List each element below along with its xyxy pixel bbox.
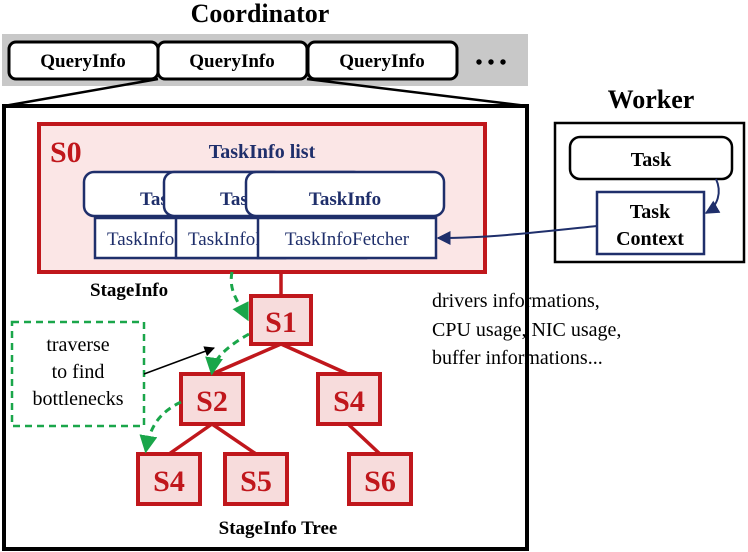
tree-node-label: S1 [265, 306, 297, 339]
worker-info-line: drivers informations, [432, 290, 600, 312]
stage-s0-name: S0 [50, 136, 82, 169]
tree-node-s5[interactable]: S5 [223, 452, 289, 506]
traverse-note-line: traverse [46, 334, 109, 356]
traverse-note-pointer [143, 346, 215, 375]
query-info-label: QueryInfo [189, 51, 275, 72]
traverse-arrow-s1-to-s2 [205, 332, 250, 376]
tree-node-s4-right[interactable]: S4 [316, 372, 382, 426]
tree-node-label: S4 [333, 385, 365, 418]
taskinfo-card-header: TaskInfo [140, 189, 212, 210]
traverse-note-line: bottlenecks [32, 388, 123, 410]
traverse-note: traverse to find bottlenecks [10, 320, 146, 428]
coordinator-query-strip: QueryInfo QueryInfo QueryInfo • • • [2, 34, 528, 86]
traverse-arrow-s0-to-s1 [229, 271, 249, 322]
task-box[interactable]: Task [568, 135, 734, 181]
query-info-box[interactable]: QueryInfo [306, 40, 459, 81]
worker-info-line: CPU usage, NIC usage, [432, 319, 621, 341]
stageinfo-label: StageInfo [90, 280, 168, 301]
taskinfo-fetcher-label: TaskInfoFetcher [188, 229, 313, 250]
taskinfo-card[interactable]: TaskInfo TaskInfoFetcher [244, 170, 446, 260]
worker-title: Worker [608, 85, 695, 114]
query-info-label: QueryInfo [40, 51, 126, 72]
context-to-fetcher-arrow [436, 225, 598, 245]
coordinator-title: Coordinator [191, 0, 330, 28]
zoom-line-right [306, 77, 528, 108]
tree-edges [167, 272, 382, 456]
more-queries-ellipsis: • • • [475, 52, 506, 74]
worker-info-line: buffer informations... [432, 347, 603, 369]
task-context-label: Context [616, 228, 684, 250]
task-label: Task [631, 149, 672, 171]
query-info-box[interactable]: QueryInfo [156, 40, 309, 81]
taskinfo-card-header: TaskInfo [220, 189, 292, 210]
worker-box: Task Task Context [553, 121, 746, 264]
query-info-box[interactable]: QueryInfo [7, 40, 160, 81]
taskinfo-fetcher-label: TaskInfoFetcher [285, 229, 410, 250]
tree-node-label: S2 [196, 385, 228, 418]
tree-node-label: S5 [240, 465, 272, 498]
tree-node-s1[interactable]: S1 [249, 294, 313, 346]
tree-node-label: S6 [364, 465, 396, 498]
taskinfo-fetcher-label: TaskInfoFetcher [107, 229, 232, 250]
taskinfo-card-header: TaskInfo [309, 189, 381, 210]
tree-node-s6[interactable]: S6 [347, 452, 413, 506]
tree-node-s2[interactable]: S2 [179, 372, 245, 426]
stageinfo-tree-caption: StageInfo Tree [219, 518, 338, 539]
traverse-arrow-s2-to-s4 [139, 400, 182, 454]
query-info-label: QueryInfo [339, 51, 425, 72]
worker-info-text: drivers informations, CPU usage, NIC usa… [432, 290, 621, 369]
task-context-label: Task [630, 201, 671, 223]
zoom-line-left [3, 77, 159, 108]
taskinfo-list-label: TaskInfo list [209, 141, 316, 163]
task-to-context-arrow [704, 178, 721, 214]
tree-node-s4-left[interactable]: S4 [136, 452, 202, 506]
tree-node-label: S4 [153, 465, 185, 498]
traverse-note-line: to find [52, 361, 105, 383]
task-context-box[interactable]: Task Context [595, 190, 706, 256]
